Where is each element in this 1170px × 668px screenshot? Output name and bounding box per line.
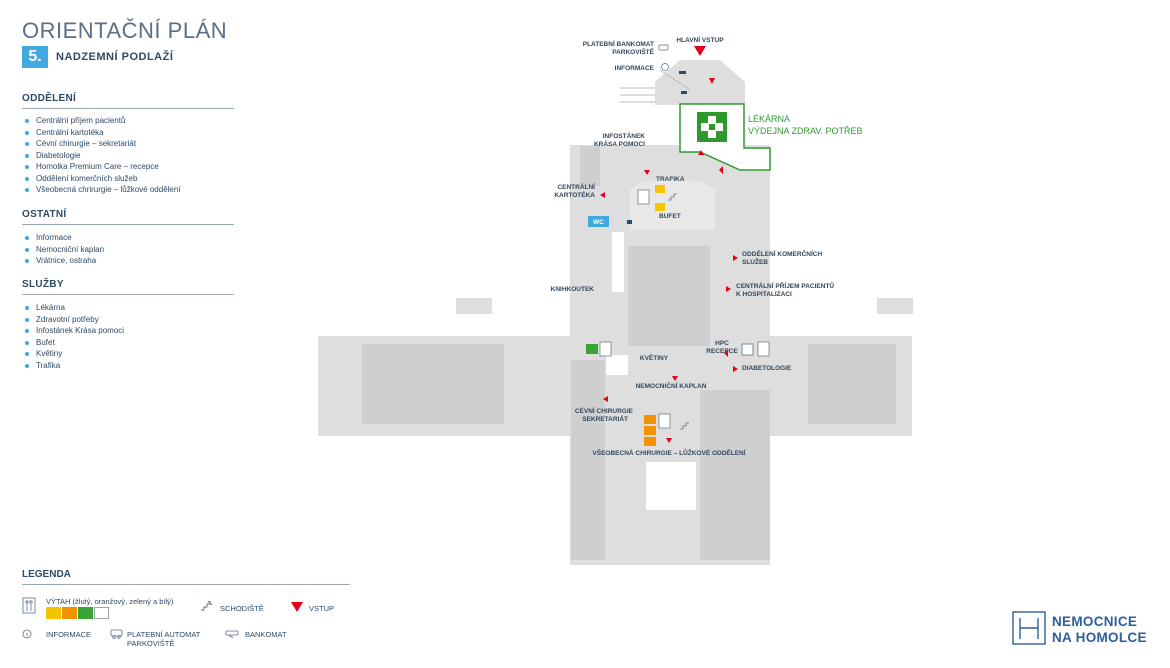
map-labels: HLAVNÍ VSTUP PLATEBNÍ BANKOMAT PARKOVIŠT… <box>551 35 863 457</box>
legend-atm-label: BANKOMAT <box>245 630 287 639</box>
list-item[interactable]: Cévní chirurgie – sekretariát <box>22 138 181 150</box>
list-item[interactable]: Zdravotní potřeby <box>22 314 124 326</box>
label-pharmacy-2: VÝDEJNA ZDRAV. POTŘEB <box>748 126 863 136</box>
logo-line-2: NA HOMOLCE <box>1052 630 1147 645</box>
entrance-arrow-icon <box>600 46 738 443</box>
label-atm-parking-2: PARKOVIŠTĚ <box>612 47 654 56</box>
label-kvetiny: KVĚTINY <box>640 353 669 362</box>
legend-parking-label-1: PLATEBNÍ AUTOMAT <box>127 630 201 639</box>
list-item[interactable]: Trafika <box>22 360 124 372</box>
list-item[interactable]: Infostánek Krása pomoci <box>22 325 124 337</box>
floor-label: NADZEMNÍ PODLAŽÍ <box>56 51 174 63</box>
list-item[interactable]: Oddělení komerčních služeb <box>22 173 181 185</box>
list-item[interactable]: Nemocniční kaplan <box>22 244 104 256</box>
legend-divider <box>22 584 350 585</box>
label-vseobecna: VŠEOBECNÁ CHIRURGIE – LŮŽKOVÉ ODDĚLENÍ <box>592 447 745 457</box>
elevator-swatch-white <box>94 607 109 619</box>
label-knihkoutek: KNIHKOUTEK <box>551 286 595 293</box>
label-hpc-1: HPC <box>715 340 729 347</box>
page-title: ORIENTAČNÍ PLÁN <box>22 18 228 43</box>
label-kaplan: NEMOCNIČNÍ KAPLAN <box>636 381 707 390</box>
atm-marker <box>679 71 686 74</box>
list-item[interactable]: Všeobecná chrirurgie – lůžkové oddělení <box>22 184 181 196</box>
label-cevni-1: CÉVNÍ CHIRURGIE <box>575 406 634 415</box>
list-item[interactable]: Květiny <box>22 348 124 360</box>
info-icon <box>661 63 669 71</box>
legend-entrance-label: VSTUP <box>309 604 335 613</box>
label-hpc-2: RECEPCE <box>706 348 738 355</box>
list-item[interactable]: Lékárna <box>22 302 124 314</box>
list-sluzby: Lékárna Zdravotní potřeby Infostánek Krá… <box>22 302 124 371</box>
logo-line-1: NEMOCNICE <box>1052 614 1138 629</box>
elevator-yellow <box>655 185 665 193</box>
section-heading-sluzby: SLUŽBY <box>22 279 64 290</box>
legend-stairs-label: SCHODIŠTĚ <box>220 604 264 613</box>
section-divider <box>22 108 234 109</box>
info-marker <box>681 91 687 94</box>
label-atm-parking-1: PLATEBNÍ BANKOMAT <box>583 39 654 48</box>
section-divider <box>22 294 234 295</box>
courtyards <box>606 178 715 510</box>
elevator-icon <box>599 189 770 429</box>
path-lines <box>620 69 691 103</box>
label-kartoteka-1: CENTRÁLNÍ <box>557 182 595 191</box>
wc-label: WC <box>593 219 604 226</box>
darker-blocks <box>362 146 896 560</box>
pharmacy-cross-icon <box>697 112 727 142</box>
section-heading-oddeleni: ODDĚLENÍ <box>22 93 77 104</box>
wc-badge <box>588 216 609 227</box>
list-item[interactable]: Bufet <box>22 337 124 349</box>
kartoteka-marker <box>627 220 632 224</box>
label-informace: INFORMACE <box>615 65 655 72</box>
label-kartoteka-2: KARTOTÉKA <box>554 190 595 199</box>
section-heading-ostatni: OSTATNÍ <box>22 209 67 220</box>
elevator-yellow <box>655 203 665 211</box>
label-komercni-1: ODDĚLENÍ KOMERČNÍCH <box>742 249 822 258</box>
elevator-swatch-green <box>78 607 93 619</box>
floor-badge: 5. <box>22 46 48 68</box>
stairs-icon <box>668 193 689 430</box>
legend-info-label: INFORMACE <box>46 630 91 639</box>
legend-heading: LEGENDA <box>22 569 71 580</box>
list-oddeleni: Centrální příjem pacientů Centrální kart… <box>22 115 181 196</box>
legend-elevator-label: VÝTAH (žlutý, oranžový, zelený a bílý) <box>46 597 174 606</box>
elevator-swatch-orange <box>62 607 77 619</box>
elevator-orange <box>644 437 656 446</box>
elevator-swatch-yellow <box>46 607 61 619</box>
label-prijem-1: CENTRÁLNÍ PŘÍJEM PACIENTŮ <box>736 280 834 290</box>
elevator-orange <box>644 415 656 424</box>
label-cevni-2: SEKRETARIÁT <box>582 414 628 423</box>
list-ostatni: Informace Nemocniční kaplan Vrátnice, os… <box>22 232 104 267</box>
label-main-entrance: HLAVNÍ VSTUP <box>676 35 724 44</box>
section-divider <box>22 224 234 225</box>
elevator-white <box>741 343 754 356</box>
label-infostanek-1: INFOSTÁNEK <box>603 131 646 140</box>
list-item[interactable]: Informace <box>22 232 104 244</box>
elevator-green <box>586 344 598 354</box>
label-prijem-2: K HOSPITALIZACI <box>736 291 792 298</box>
label-trafika: TRAFIKA <box>656 176 685 183</box>
elevator-orange <box>644 426 656 435</box>
label-komercni-2: SLUŽEB <box>742 257 768 266</box>
label-diabetologie: DIABETOLOGIE <box>742 365 792 372</box>
list-item[interactable]: Homolka Premium Care – recepce <box>22 161 181 173</box>
list-item[interactable]: Centrální kartotéka <box>22 127 181 139</box>
list-item[interactable]: Vrátnice, ostraha <box>22 255 104 267</box>
parking-payment-icon <box>658 44 669 51</box>
list-item[interactable]: Diabetologie <box>22 150 181 162</box>
list-item[interactable]: Centrální příjem pacientů <box>22 115 181 127</box>
hospital-logo-text: NEMOCNICE NA HOMOLCE <box>1052 614 1147 646</box>
legend-parking-label-2: PARKOVIŠTĚ <box>127 639 175 648</box>
label-bufet: BUFET <box>659 213 681 220</box>
label-infostanek-2: KRÁSA POMOCI <box>594 139 645 148</box>
label-pharmacy-1: LÉKÁRNA <box>748 114 790 124</box>
